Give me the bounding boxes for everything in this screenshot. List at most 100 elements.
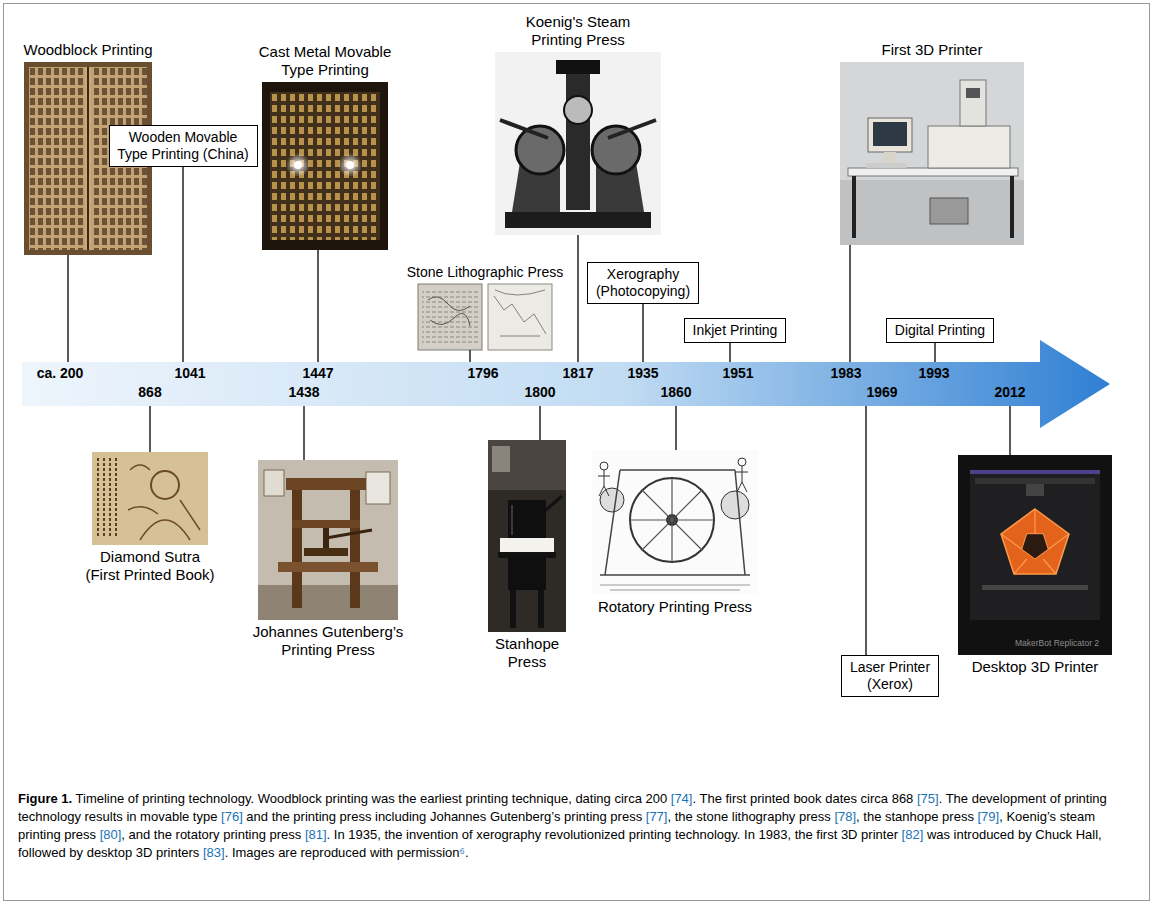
picture-frame <box>258 460 398 620</box>
reference-number: ⁶ <box>460 845 465 860</box>
rotatory-press-drawing-part <box>738 458 746 466</box>
leader-line <box>539 406 540 440</box>
gutenberg-press-photo-part <box>258 460 398 620</box>
stanhope-press-photo-part <box>500 538 554 552</box>
arrow-shape-part <box>22 340 1110 428</box>
stanhope-press-photo-part <box>510 590 516 628</box>
picture-frame <box>262 82 388 250</box>
desktop-3d-printer-photo-part <box>958 455 1112 655</box>
box-text: Inkjet Printing <box>692 322 778 339</box>
leader-line <box>934 343 935 362</box>
year-label: 1935 <box>627 365 658 381</box>
rotatory-press-drawing-part <box>721 491 749 519</box>
picture-caption: Johannes Gutenberg’s Printing Press <box>252 623 404 659</box>
year-label: 1800 <box>524 384 555 400</box>
steam-press-drawing <box>495 52 661 235</box>
picture-caption: Stanhope Press <box>494 635 560 671</box>
first-3d-printer-photo-part <box>866 163 906 168</box>
desktop-3d-printer-photo-part <box>982 585 1088 590</box>
event-picture: Johannes Gutenberg’s Printing Press <box>252 460 404 659</box>
leader-line <box>1009 406 1010 455</box>
stanhope-press-photo-part <box>512 505 513 535</box>
first-3d-printer-photo-part <box>966 88 980 98</box>
rotatory-press-drawing <box>592 450 758 595</box>
event-box: Digital Printing <box>886 318 994 343</box>
event-picture: Rotatory Printing Press <box>592 450 758 616</box>
picture-frame <box>418 284 552 350</box>
event-picture: Stone Lithographic Press <box>406 264 564 350</box>
leader-line <box>149 406 150 452</box>
steam-press-drawing-part <box>564 96 592 124</box>
diamond-sutra-photo-part <box>92 452 208 545</box>
desktop-3d-printer-photo-part <box>970 470 1100 620</box>
reference-number: [77] <box>646 809 668 824</box>
leader-line <box>182 167 183 362</box>
box-text: Digital Printing <box>894 322 986 339</box>
picture-frame <box>488 440 566 632</box>
reference-number: [79] <box>978 809 1000 824</box>
metal-type-photo-part <box>270 92 380 240</box>
first-3d-printer-photo-part <box>960 80 986 126</box>
figure-caption: Figure 1. Timeline of printing technolog… <box>18 790 1135 862</box>
timeline-arrow: ca. 200868104114381447179618001817186019… <box>22 340 1112 428</box>
metal-type-photo-part <box>294 161 302 169</box>
reference-number: [82] <box>902 827 924 842</box>
year-label: 1969 <box>866 384 897 400</box>
desktop-3d-printer-photo-part <box>1001 509 1069 574</box>
rotatory-press-drawing-part <box>600 462 608 470</box>
leader-line <box>577 235 578 362</box>
event-picture: Cast Metal Movable Type Printing <box>258 43 392 250</box>
frame-border <box>4 4 1150 901</box>
desktop-3d-printer-photo-part <box>970 470 1100 474</box>
reference-number: [83] <box>203 845 225 860</box>
metal-type-photo-part <box>262 82 388 250</box>
first-3d-printer-photo-part <box>1010 176 1014 238</box>
caption-figure-number: Figure 1. <box>18 791 72 806</box>
leader-line <box>865 406 866 655</box>
steam-press-drawing-part <box>495 52 661 235</box>
reference-number: [76] <box>221 809 243 824</box>
picture-caption: Cast Metal Movable Type Printing <box>258 43 392 79</box>
arrow-shape <box>22 340 1112 428</box>
year-label: 868 <box>138 384 161 400</box>
picture-caption: First 3D Printer <box>881 41 983 59</box>
desktop-3d-printer-photo <box>958 455 1112 655</box>
stanhope-press-photo-part <box>538 590 544 628</box>
reference-number: [81] <box>305 827 327 842</box>
picture-frame <box>840 62 1024 245</box>
year-label: 1860 <box>660 384 691 400</box>
leader-line <box>67 255 68 362</box>
first-3d-printer-photo-part <box>840 62 1024 245</box>
metal-type-photo <box>262 82 388 250</box>
year-label: 1817 <box>562 365 593 381</box>
leader-line <box>642 304 643 362</box>
stanhope-press-photo <box>488 440 566 632</box>
event-picture: Stanhope Press <box>488 440 566 671</box>
metal-type-photo-part <box>338 153 362 177</box>
event-box: Xerography (Photocopying) <box>587 262 699 304</box>
gutenberg-press-photo-part <box>326 530 372 538</box>
diamond-sutra-photo-part <box>98 458 116 538</box>
stanhope-press-photo-part <box>498 552 556 558</box>
gutenberg-press-photo-part <box>366 472 390 504</box>
first-3d-printer-photo <box>840 62 1024 245</box>
gutenberg-press-photo-part <box>292 520 360 528</box>
lithographic-stone-photo-part <box>428 297 470 326</box>
box-text: Wooden Movable Type Printing (China) <box>117 129 250 163</box>
year-label: 1993 <box>918 365 949 381</box>
leader-line <box>303 406 304 460</box>
year-label: 1796 <box>467 365 498 381</box>
gutenberg-press-photo-part <box>264 470 284 496</box>
stanhope-press-photo-part <box>488 440 566 490</box>
event-picture: First 3D Printer <box>840 41 1024 245</box>
event-picture: Diamond Sutra (First Printed Book) <box>85 452 216 584</box>
first-3d-printer-photo-part <box>852 176 856 238</box>
leader-line <box>675 406 676 450</box>
stanhope-press-photo-part <box>492 446 510 472</box>
year-label: 1983 <box>830 365 861 381</box>
leader-line <box>849 245 850 362</box>
picture-frame <box>495 52 661 235</box>
first-3d-printer-photo-part <box>930 198 968 224</box>
event-picture: Koenig's Steam Printing Press <box>495 13 661 235</box>
